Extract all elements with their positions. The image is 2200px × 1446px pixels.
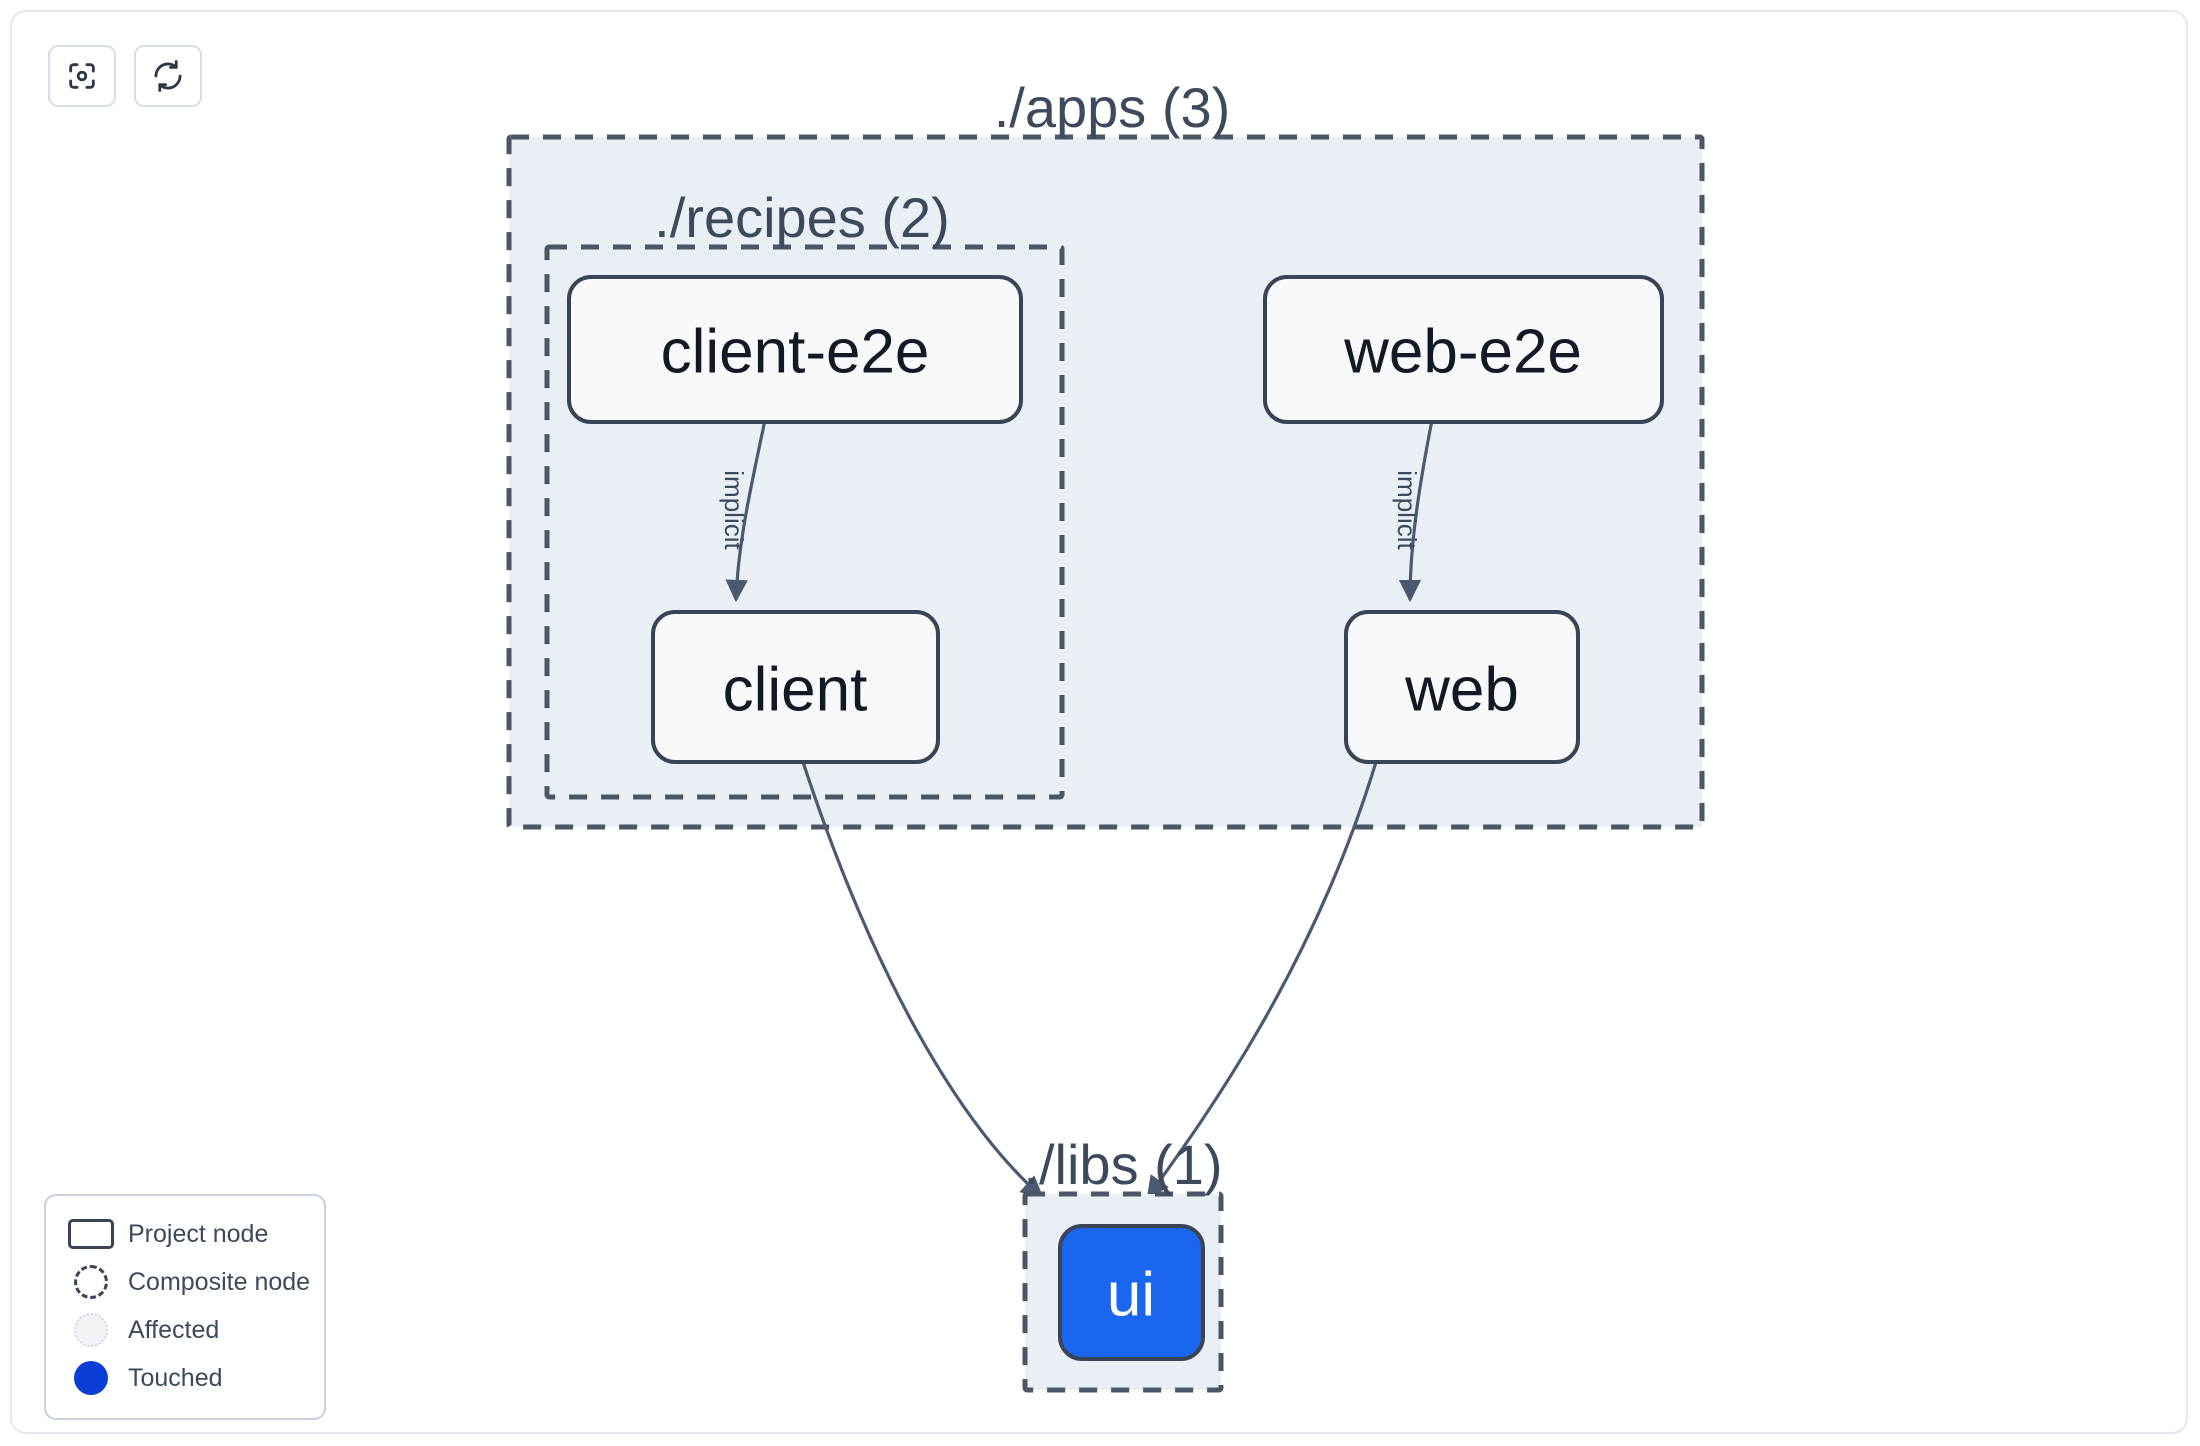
- group-recipes-label: ./recipes (2): [654, 186, 950, 249]
- node-client-label: client: [723, 656, 868, 725]
- graph-edges: implicit implicit: [719, 419, 1434, 1199]
- node-web-e2e[interactable]: web-e2e: [1263, 275, 1664, 424]
- edge-client-e2e-to-client[interactable]: [725, 419, 767, 603]
- graph-toolbar: [48, 45, 202, 107]
- composite-node-icon: [64, 1265, 118, 1299]
- focus-target-icon: [65, 59, 99, 93]
- node-web[interactable]: web: [1344, 610, 1580, 764]
- edge-label-implicit-web: implicit: [1392, 470, 1422, 550]
- graph-legend: Project node Composite node Affected Tou…: [44, 1194, 326, 1420]
- edge-web-to-ui[interactable]: [1146, 761, 1378, 1199]
- legend-label-composite-node: Composite node: [128, 1267, 311, 1296]
- node-web-label: web: [1404, 656, 1519, 725]
- graph-svg[interactable]: ./apps (3) ./recipes (2) implicit implic…: [12, 12, 2188, 1434]
- focus-graph-button[interactable]: [48, 45, 116, 107]
- edge-client-to-ui[interactable]: [801, 761, 1044, 1199]
- edge-label-implicit-client: implicit: [719, 470, 749, 550]
- group-apps-label: ./apps (3): [994, 76, 1231, 139]
- node-ui[interactable]: ui: [1058, 1224, 1205, 1361]
- legend-item-project-node: Project node: [64, 1210, 306, 1258]
- node-web-e2e-label: web-e2e: [1343, 318, 1582, 387]
- affected-node-icon: [64, 1313, 118, 1347]
- refresh-icon: [151, 59, 185, 93]
- legend-label-touched: Touched: [128, 1363, 223, 1392]
- touched-node-icon: [64, 1361, 118, 1395]
- legend-item-composite-node: Composite node: [64, 1258, 310, 1306]
- node-ui-label: ui: [1107, 1261, 1155, 1330]
- legend-item-touched: Touched: [64, 1354, 306, 1402]
- node-client-e2e-label: client-e2e: [661, 318, 930, 387]
- legend-item-affected: Affected: [64, 1306, 306, 1354]
- edge-web-e2e-to-web[interactable]: [1398, 419, 1434, 603]
- graph-panel: ./apps (3) ./recipes (2) implicit implic…: [10, 10, 2188, 1434]
- project-node-icon: [64, 1217, 118, 1251]
- node-client-e2e[interactable]: client-e2e: [567, 275, 1023, 424]
- legend-label-project-node: Project node: [128, 1219, 269, 1248]
- legend-label-affected: Affected: [128, 1315, 220, 1344]
- graph-nodes: client-e2e web-e2e client web ui: [567, 275, 1664, 1361]
- refresh-graph-button[interactable]: [134, 45, 202, 107]
- group-libs-label: ./libs (1): [1023, 1133, 1222, 1196]
- node-client[interactable]: client: [651, 610, 940, 764]
